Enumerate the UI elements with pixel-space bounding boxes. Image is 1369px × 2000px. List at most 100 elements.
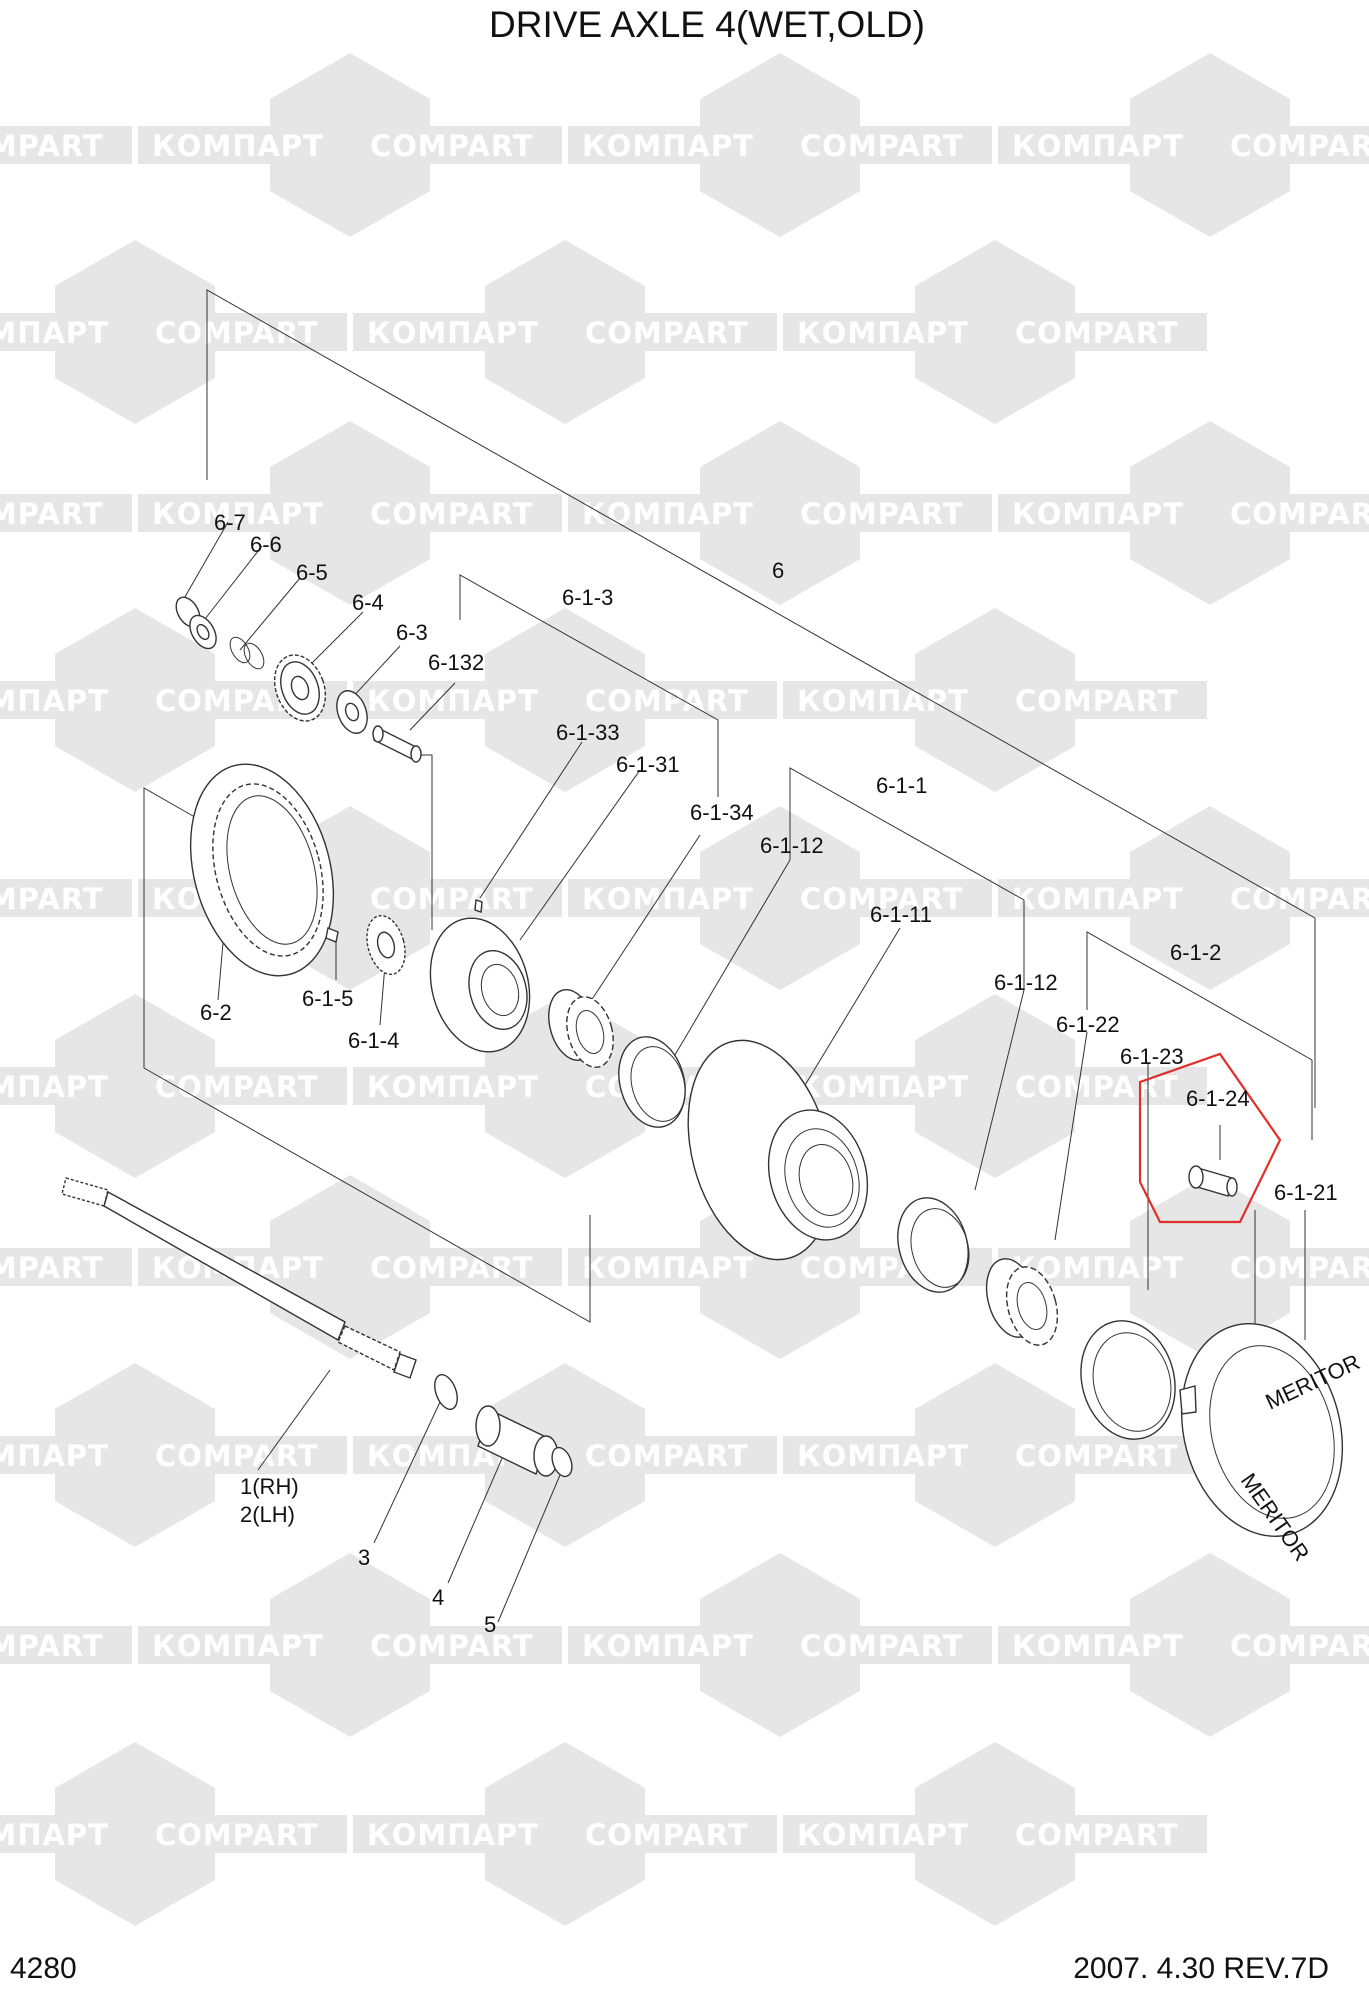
- watermark-tile: КОМПАРТ COMPART: [998, 806, 1369, 990]
- part-6-1-22-bearing-cone: [985, 1258, 1059, 1346]
- callout-label: 6-1-23: [1120, 1044, 1184, 1069]
- watermark-text-cyrillic: КОМПАРТ: [367, 1070, 539, 1104]
- watermark-text-latin: COMPART: [0, 882, 104, 916]
- watermark-text-latin: COMPART: [1015, 1070, 1179, 1104]
- callout-label: 6-1-2: [1170, 940, 1221, 965]
- watermark-text-cyrillic: КОМПАРТ: [797, 684, 969, 718]
- watermark-tile: КОМПАРТ COMPART: [568, 1553, 992, 1737]
- callout-label: 6-1-12: [760, 833, 824, 858]
- watermark-text-latin: COMPART: [1230, 882, 1369, 916]
- callout-label: 6-1-5: [302, 986, 353, 1011]
- watermark-text-cyrillic: КОМПАРТ: [1012, 882, 1184, 916]
- callout-label: 6-1-11: [870, 902, 932, 927]
- watermark-text-cyrillic: КОМПАРТ: [152, 1629, 324, 1663]
- callout-label: 3: [358, 1545, 370, 1570]
- watermark-text-cyrillic: КОМПАРТ: [0, 1818, 109, 1852]
- callout-label: 4: [432, 1585, 444, 1610]
- watermark-layer: КОМПАРТ COMPART КОМПАРТ COMPART КОМПАРТ COMPA…: [0, 53, 1369, 1926]
- watermark-text-cyrillic: КОМПАРТ: [582, 1251, 754, 1285]
- part-4-sleeve: [475, 1405, 559, 1477]
- part-6-1-12-bearing-cup-outer: [897, 1197, 970, 1293]
- watermark-text-cyrillic: КОМПАРТ: [152, 129, 324, 163]
- part-6-1-34-bearing-cone: [548, 989, 614, 1068]
- part-6-4-planet-gear: [273, 654, 327, 722]
- callout-label: 6-1-22: [1056, 1012, 1120, 1037]
- watermark-text-latin: COMPART: [1230, 129, 1369, 163]
- watermark-text-latin: COMPART: [1015, 684, 1179, 718]
- watermark-text-cyrillic: КОМПАРТ: [582, 882, 754, 916]
- watermark-text-cyrillic: КОМПАРТ: [0, 1070, 109, 1104]
- callout-label: 6-1-4: [348, 1028, 399, 1053]
- watermark-text-latin: COMPART: [370, 1251, 534, 1285]
- callout-label: 1(RH): [240, 1474, 299, 1499]
- part-6-1-11-wheel-hub: [687, 1039, 869, 1261]
- watermark-text-cyrillic: КОМПАРТ: [367, 684, 539, 718]
- part-3-washer: [434, 1374, 458, 1410]
- watermark-text-cyrillic: КОМПАРТ: [0, 1439, 109, 1473]
- callout-label: 6-5: [296, 560, 328, 585]
- watermark-tile: КОМПАРТ COMPART: [0, 1363, 347, 1547]
- watermark-text-latin: COMPART: [0, 497, 104, 531]
- watermark-text-latin: COMPART: [1230, 1629, 1369, 1663]
- watermark-tile: КОМПАРТ COMPART: [138, 421, 562, 605]
- watermark-text-latin: COMPART: [155, 1070, 319, 1104]
- watermark-text-latin: COMPART: [155, 1439, 319, 1473]
- part-6-1-5-pin: [325, 927, 339, 943]
- watermark-tile: КОМПАРТ COMPART: [783, 608, 1207, 792]
- highlight-hexagon: [1138, 1052, 1282, 1224]
- watermark-text-cyrillic: КОМПАРТ: [797, 316, 969, 350]
- callout-label: 6-1-1: [876, 773, 927, 798]
- watermark-text-cyrillic: КОМПАРТ: [1012, 1629, 1184, 1663]
- revision-date: 2007. 4.30 REV.7D: [1073, 1952, 1329, 1985]
- watermark-text-latin: COMPART: [585, 1818, 749, 1852]
- callout-label: 6: [772, 558, 784, 583]
- watermark-tile: КОМПАРТ COMPART: [998, 53, 1369, 237]
- watermark-text-cyrillic: КОМПАРТ: [0, 684, 109, 718]
- part-6-3-thrust-washer: [336, 690, 368, 734]
- callout-label: 6-4: [352, 590, 384, 615]
- watermark-text-latin: COMPART: [370, 497, 534, 531]
- callout-labels: 6-76-66-56-46-36-1326-1-366-1-336-1-316-…: [200, 510, 1338, 1637]
- page-title: DRIVE AXLE 4(WET,OLD): [489, 4, 925, 45]
- watermark-text-cyrillic: КОМПАРТ: [582, 1629, 754, 1663]
- watermark-text-latin: COMPART: [585, 1439, 749, 1473]
- callout-label: 6-1-34: [690, 800, 754, 825]
- callout-label: 6-1-24: [1186, 1086, 1250, 1111]
- watermark-text-latin: COMPART: [0, 129, 104, 163]
- part-6-1-23-seal: [1080, 1320, 1176, 1440]
- group-brackets: [143, 289, 1316, 1323]
- part-6-1-3-planet-carrier: [429, 899, 531, 1053]
- callout-label: 6-2: [200, 1000, 232, 1025]
- part-6-6-washer: [189, 614, 217, 650]
- watermark-text-latin: COMPART: [155, 1818, 319, 1852]
- part-6-1-4-sun-gear: [366, 914, 406, 976]
- watermark-text-cyrillic: КОМПАРТ: [797, 1070, 969, 1104]
- watermark-text-latin: COMPART: [1015, 1818, 1179, 1852]
- callout-label: 6-1-33: [556, 720, 620, 745]
- watermark-text-cyrillic: КОМПАРТ: [367, 1818, 539, 1852]
- watermark-text-latin: COMPART: [585, 316, 749, 350]
- watermark-text-cyrillic: КОМПАРТ: [152, 497, 324, 531]
- page-number: 4280: [10, 1952, 77, 1985]
- watermark-text-latin: COMPART: [800, 1629, 964, 1663]
- watermark-text-cyrillic: КОМПАРТ: [582, 497, 754, 531]
- part-6-132-planet-pin: [372, 725, 422, 763]
- watermark-text-cyrillic: КОМПАРТ: [367, 316, 539, 350]
- callout-label: 6-1-3: [562, 585, 613, 610]
- watermark-text-cyrillic: КОМПАРТ: [1012, 129, 1184, 163]
- part-6-1-24-bolt: [1188, 1165, 1238, 1197]
